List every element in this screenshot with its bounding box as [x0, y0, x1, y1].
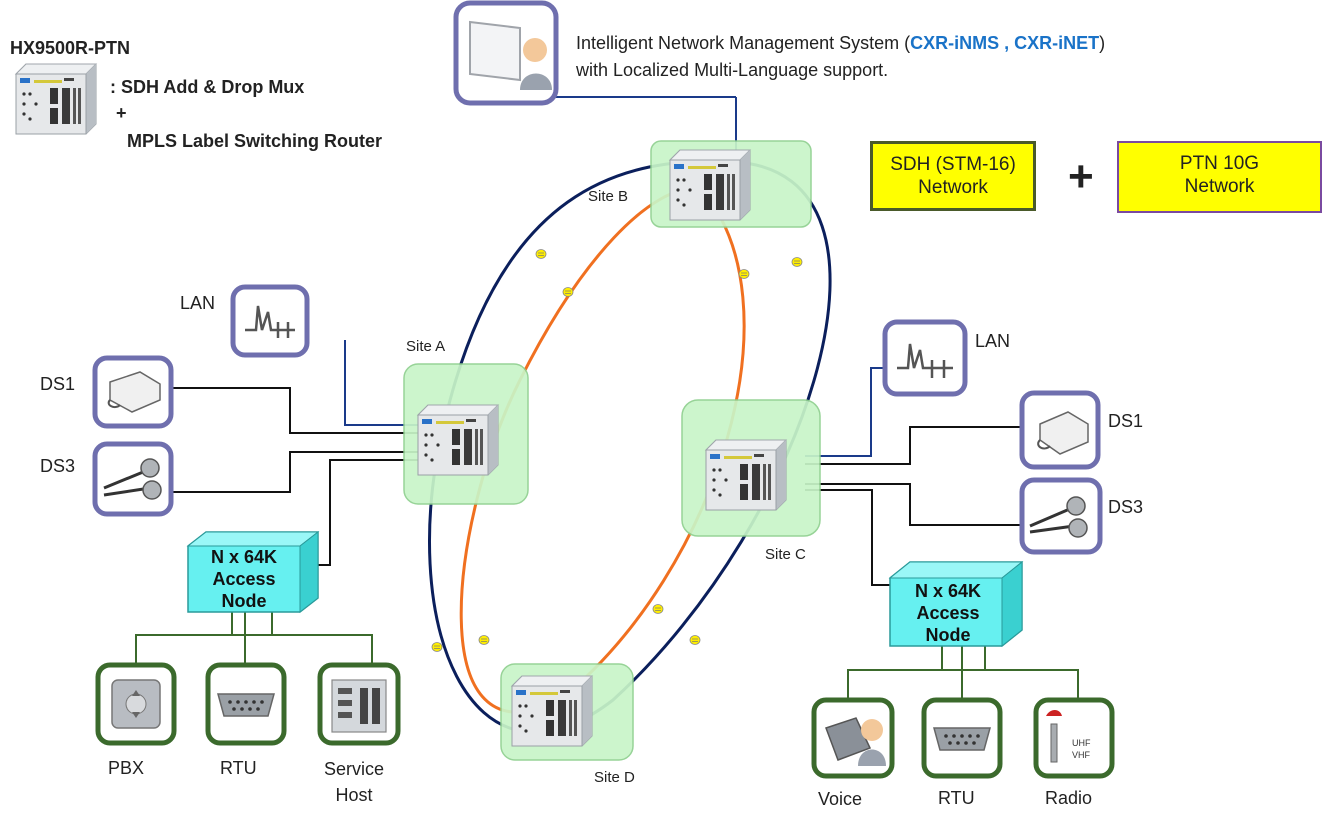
access-node-right-box[interactable]: [888, 560, 1024, 648]
connector-icon: [478, 635, 490, 645]
rtu-right-icon[interactable]: [921, 697, 1003, 779]
access-node-left-label: N x 64K Access Node: [192, 546, 296, 612]
access-node-left-line3: Node: [221, 591, 267, 611]
connector-icon: [562, 287, 574, 297]
ds1-left-icon[interactable]: [92, 355, 174, 429]
nms-workstation-icon[interactable]: [453, 0, 559, 106]
legend-sdh-line1: SDH (STM-16): [890, 154, 1016, 175]
router-icon[interactable]: [417, 404, 499, 476]
voice-label: Voice: [818, 789, 863, 809]
product-line2: MPLS Label Switching Router: [127, 131, 383, 151]
access-node-left-line1: N x 64K: [210, 547, 278, 567]
voice-icon[interactable]: [811, 697, 895, 779]
access-node-right-line2: Access: [916, 603, 980, 623]
connector-icon: [791, 257, 803, 267]
nms-prefix: Intelligent Network Management System (: [576, 33, 911, 53]
rtu-left-label: RTU: [220, 758, 257, 778]
connector-icon: [738, 269, 750, 279]
ds3-right-label: DS3: [1108, 497, 1144, 517]
ds3-left-icon[interactable]: [92, 441, 174, 517]
ds1-right-label: DS1: [1108, 411, 1144, 431]
access-node-right-line1: N x 64K: [914, 581, 982, 601]
nms-brand: CXR-iNMS , CXR-iNET: [910, 33, 1100, 53]
router-icon[interactable]: [705, 439, 787, 511]
site-b-label: Site B: [588, 188, 629, 205]
vhf-label: VHF: [1072, 750, 1091, 760]
site-d-label: Site D: [594, 769, 635, 786]
site-c-label: Site C: [765, 546, 806, 563]
service-host-line1: Service: [323, 759, 385, 779]
connector-icon: [689, 635, 701, 645]
rtu-left-icon[interactable]: [205, 662, 287, 746]
site-a-label: Site A: [406, 338, 446, 355]
nms-description-line1: Intelligent Network Management System (C…: [576, 33, 1105, 54]
service-host-line2: Host: [335, 785, 373, 805]
connector-icon: [535, 249, 547, 259]
product-plus: +: [116, 103, 127, 123]
rtu-right-label: RTU: [938, 788, 975, 808]
connector-icon: [652, 604, 664, 614]
pbx-icon[interactable]: [95, 662, 177, 746]
product-model: HX9500R-PTN: [10, 38, 131, 58]
hx9500r-device-icon: [15, 63, 97, 135]
connector-icon: [431, 642, 443, 652]
access-node-left-box[interactable]: [186, 530, 320, 614]
uhf-label: UHF: [1072, 738, 1091, 748]
legend-plus: +: [1068, 152, 1094, 201]
product-line1: : SDH Add & Drop Mux: [110, 77, 305, 97]
radio-icon[interactable]: UHF VHF: [1033, 697, 1115, 779]
access-node-right-line3: Node: [925, 625, 971, 645]
lan-right-label: LAN: [975, 331, 1011, 351]
lan-left-icon[interactable]: [230, 284, 310, 358]
ds3-left-label: DS3: [40, 456, 76, 476]
nms-suffix: ): [1099, 33, 1106, 53]
ptn-ring: [459, 186, 746, 714]
service-host-label: Service Host: [319, 756, 389, 808]
ds1-right-icon[interactable]: [1019, 390, 1101, 470]
legend-ptn-line2: Network: [1184, 176, 1255, 197]
router-icon[interactable]: [669, 149, 751, 221]
legend-sdh-line2: Network: [918, 177, 988, 198]
lan-left-label: LAN: [180, 293, 216, 313]
wires: [135, 96, 1079, 700]
sdh-ring: [428, 159, 832, 734]
ds3-right-icon[interactable]: [1019, 477, 1103, 555]
service-host-icon[interactable]: [317, 662, 401, 746]
access-node-right-label: N x 64K Access Node: [894, 580, 1002, 646]
ds1-left-label: DS1: [40, 374, 76, 394]
lan-right-icon[interactable]: [882, 319, 968, 397]
router-icon[interactable]: [511, 675, 593, 747]
access-node-left-line2: Access: [212, 569, 276, 589]
radio-label: Radio: [1045, 788, 1093, 808]
legend-ptn-line1: PTN 10G: [1179, 153, 1260, 174]
legend-sdh: SDH (STM-16) Network: [870, 141, 1036, 211]
pbx-label: PBX: [108, 758, 145, 778]
nms-description-line2: with Localized Multi-Language support.: [576, 60, 889, 80]
legend-ptn: PTN 10G Network: [1117, 141, 1322, 213]
